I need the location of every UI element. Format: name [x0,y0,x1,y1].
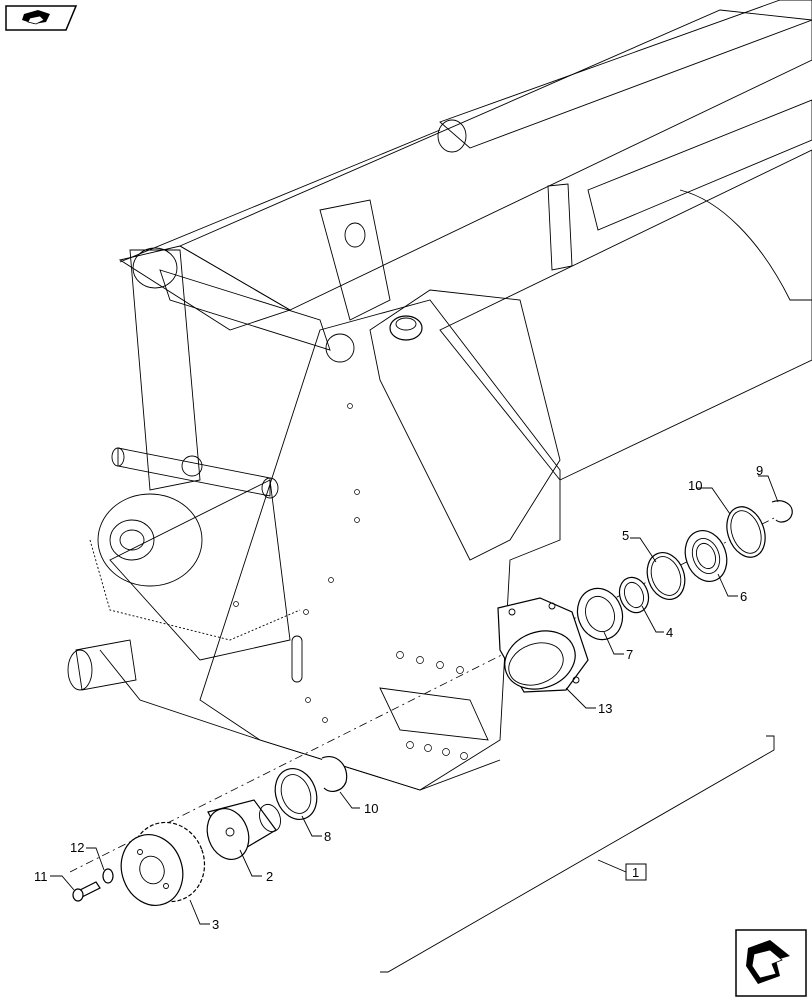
callout-13: 13 [598,701,612,716]
part-6-bearing[interactable] [678,525,733,588]
callout-5: 5 [622,528,629,543]
part-5-ring[interactable] [641,547,691,604]
assembly-axis [69,509,791,873]
header-frame [67,0,812,791]
part-10-retaining-ring-upper[interactable] [720,501,772,562]
part-7-seal[interactable] [570,582,629,646]
next-page-arrow-icon[interactable] [735,929,807,997]
part-13-bearing-housing[interactable] [497,597,589,699]
callout-9: 9 [756,463,763,478]
callout-1: 1 [632,865,639,880]
callout-10-upper: 10 [688,478,702,493]
callout-11: 11 [34,869,48,884]
part-10-retaining-ring-lower[interactable] [321,756,348,792]
callout-10-lower: 10 [364,801,378,816]
part-3-sprocket[interactable] [111,812,215,914]
part-8-seal-ring[interactable] [268,763,323,826]
part-4-spacer[interactable] [615,573,654,616]
part-2-hub[interactable] [200,799,284,865]
callout-6: 6 [740,589,747,604]
part-9-snap-ring[interactable] [771,500,793,523]
callout-8: 8 [324,829,331,844]
assembly-bracket [380,735,775,973]
callout-4: 4 [666,625,673,640]
back-arrow-icon[interactable] [5,5,78,31]
leader-lines [50,475,779,925]
callout-3: 3 [212,917,219,932]
part-11-bolt[interactable] [72,881,101,902]
callout-7: 7 [626,647,633,662]
part-12-washer[interactable] [102,868,114,884]
callout-2: 2 [266,869,273,884]
callout-12: 12 [70,840,84,855]
